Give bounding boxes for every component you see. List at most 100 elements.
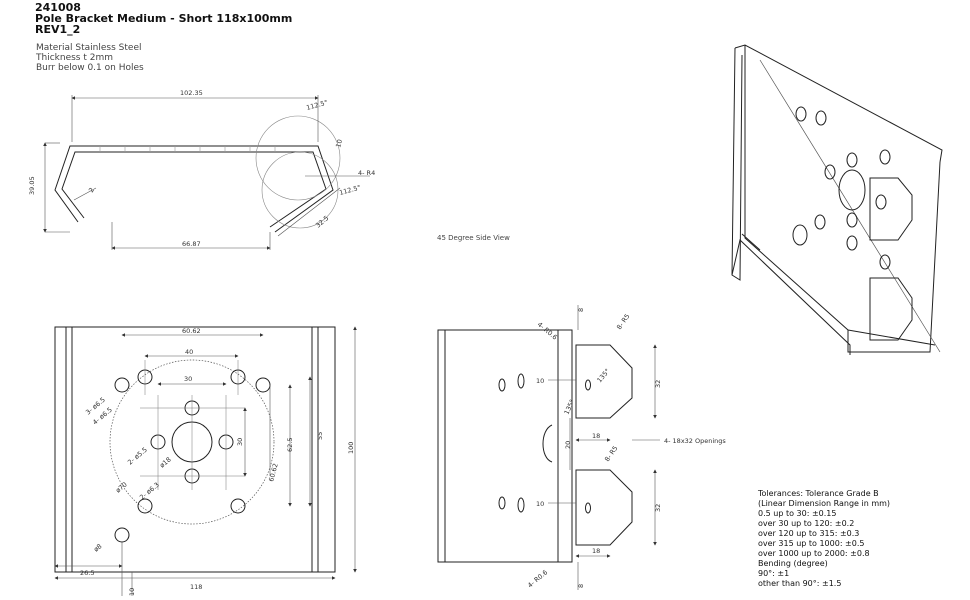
dim-width-118: 118	[190, 583, 202, 591]
part-number: 241008	[35, 1, 81, 14]
hole	[255, 377, 271, 393]
dim-r-62-5: 62.5	[286, 438, 294, 452]
front-outline	[54, 326, 336, 573]
material-notes: Material Stainless Steel Thickness t 2mm…	[36, 43, 144, 73]
front-dim-labels: 60.62 40 30 3- ø6.5 4- ø6.5 2- ø5.5 ø18 …	[80, 327, 355, 596]
profile-outer	[54, 145, 334, 233]
dim-r5-top: 8- R5	[615, 312, 631, 331]
dim-flange: 10	[334, 138, 344, 148]
side-holes	[498, 373, 591, 514]
hole	[230, 498, 246, 514]
dim-r06-bottom: 4- R0.6	[526, 568, 549, 589]
side-view-label: 45 Degree Side View	[437, 234, 510, 242]
radius-arc-circle	[261, 151, 339, 229]
hole	[846, 212, 858, 228]
side-flange	[557, 330, 573, 562]
dim-8-bottom: 8	[577, 584, 585, 588]
hole	[824, 164, 836, 180]
hole	[875, 194, 887, 210]
dim-32-b: 32	[654, 504, 662, 512]
tol-line: Tolerances: Tolerance Grade B	[758, 489, 879, 498]
dim-holes-55: 2- ø5.5	[126, 446, 149, 467]
dim-height: 39.05	[28, 176, 36, 195]
iso-top-edge	[734, 44, 943, 163]
dim-openings: 4- 18x32 Openings	[664, 437, 726, 445]
side-outline	[437, 329, 573, 563]
hole	[879, 149, 891, 165]
profile-ticks	[99, 146, 276, 152]
dim-hole-8: ø8	[92, 542, 103, 553]
tol-line: over 120 up to 315: ±0.3	[758, 529, 860, 538]
tol-line: over 315 up to 1000: ±0.5	[758, 539, 865, 548]
hole	[114, 377, 130, 393]
tolerance-block: Tolerances: Tolerance Grade B (Linear Di…	[758, 489, 890, 589]
dim-32-a: 32	[654, 380, 662, 388]
hole	[814, 214, 826, 230]
dim-angle-135-a: 135°	[595, 367, 611, 384]
dim-18-b: 18	[592, 547, 600, 555]
iso-face	[744, 45, 941, 353]
dim-angle-135-b: 135°	[563, 398, 577, 416]
hole-small	[114, 527, 130, 543]
dim-height-100: 100	[347, 442, 355, 454]
note-material: Material Stainless Steel	[36, 43, 142, 53]
tol-line: 90°: ±1	[758, 569, 790, 578]
dim-8-top: 8	[577, 308, 585, 312]
iso-opening-top	[869, 177, 913, 241]
center-bore	[542, 424, 553, 463]
hole	[498, 378, 506, 392]
profile-dim-labels: 102.35 112.5° 39.05 2 10 4- R4 112.5° 32…	[28, 89, 375, 248]
hole	[846, 235, 858, 251]
hole-center	[838, 169, 866, 211]
dim-18-a: 18	[592, 432, 600, 440]
opening-top	[575, 344, 633, 419]
dim-center-hole: ø18	[158, 456, 173, 470]
hole	[137, 498, 153, 514]
pcd-circle	[109, 359, 275, 525]
dim-r-60-62: 60.62	[267, 462, 280, 482]
dim-holes-63: 2- ø6.3	[138, 481, 161, 502]
opening-bottom	[575, 469, 633, 546]
tol-line: (Linear Dimension Range in mm)	[758, 499, 891, 508]
dim-angle-bottom: 112.5°	[338, 184, 361, 197]
hole	[815, 110, 827, 126]
dim-v-30: 30	[236, 438, 244, 446]
profile-view	[43, 95, 370, 250]
revision: REV1_2	[35, 23, 81, 36]
isometric-view	[731, 44, 943, 355]
side-view	[437, 305, 660, 590]
dim-20: 20	[564, 441, 572, 449]
hole	[517, 497, 525, 513]
dim-offset-26-5: 26.5	[80, 569, 94, 577]
dim-span-30: 30	[184, 375, 192, 383]
iso-bottom	[731, 239, 851, 355]
dim-v-55: 55	[316, 432, 324, 440]
dim-angle-top: 112.5°	[305, 99, 328, 112]
profile-inner	[61, 151, 327, 228]
part-name: Pole Bracket Medium - Short 118x100mm	[35, 12, 293, 25]
dim-pcd: ø70	[114, 481, 129, 495]
hole	[795, 106, 807, 122]
tol-line: Bending (degree)	[758, 559, 828, 568]
dim-hole-span: 60.62	[182, 327, 201, 335]
dim-bottom-10: 10	[128, 588, 136, 596]
hole	[846, 152, 858, 168]
tol-line: other than 90°: ±1.5	[758, 579, 842, 588]
angle-arc-circle	[255, 115, 341, 201]
note-burr: Burr below 0.1 on Holes	[36, 63, 144, 73]
hole	[879, 254, 891, 270]
hole	[517, 373, 525, 389]
dim-10-a: 10	[536, 377, 544, 385]
hole	[792, 224, 808, 246]
tol-line: over 30 up to 120: ±0.2	[758, 519, 855, 528]
note-thickness: Thickness t 2mm	[36, 53, 113, 63]
hole	[498, 496, 506, 510]
dim-bottom-width: 66.87	[182, 240, 201, 248]
iso-left-flange	[731, 47, 743, 281]
dim-span-40: 40	[185, 348, 193, 356]
dim-r5-bottom: 8- R5	[603, 444, 619, 463]
dim-leg: 32.5	[314, 214, 330, 229]
dim-line-leg	[277, 187, 341, 237]
tol-line: over 1000 up to 2000: ±0.8	[758, 549, 870, 558]
